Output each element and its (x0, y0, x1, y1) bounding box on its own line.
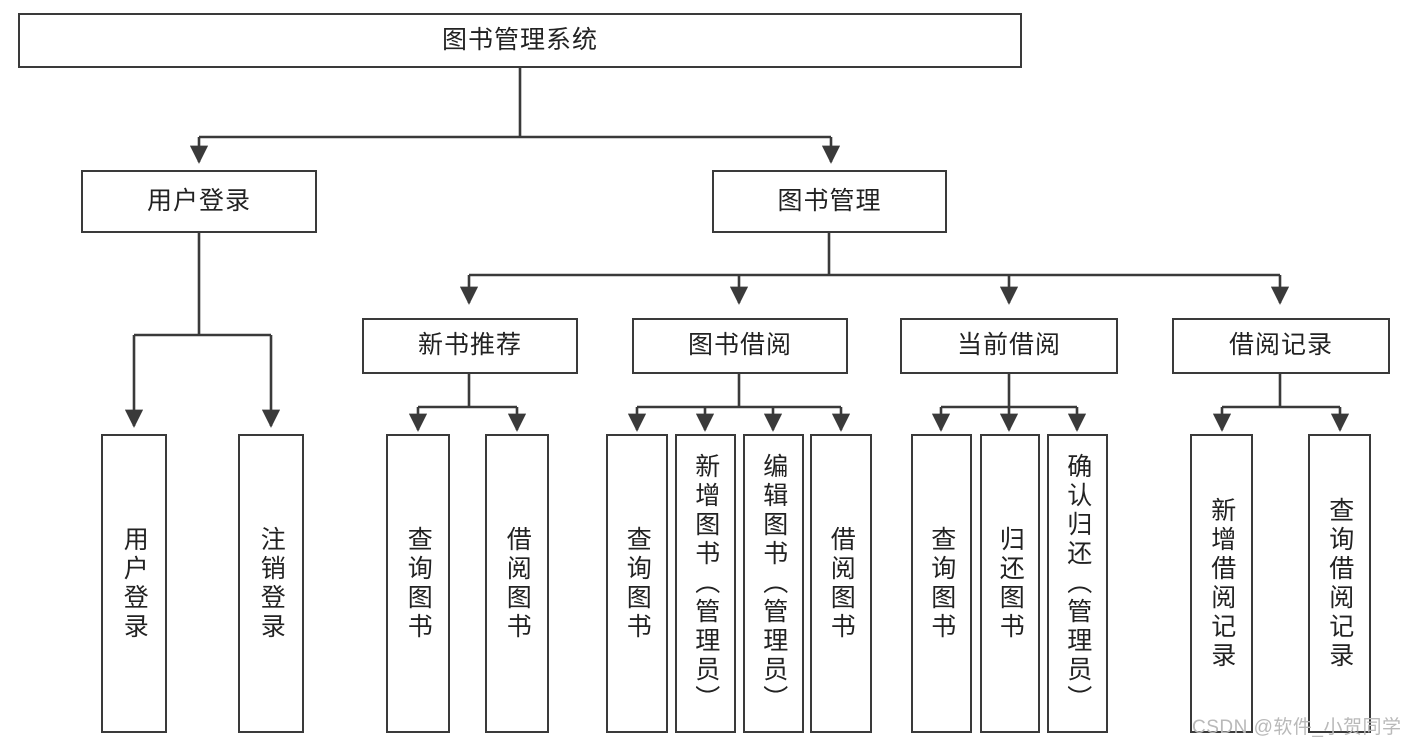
node-leaf-return-book[interactable]: 归还图书 (980, 434, 1040, 733)
node-leaf-borrow-book-2[interactable]: 借阅图书 (810, 434, 872, 733)
node-leaf-confirm-return-label: 确认归还（管理员） (1063, 453, 1092, 714)
node-book-manage[interactable]: 图书管理 (712, 170, 947, 233)
node-book-borrow-label: 图书借阅 (687, 331, 792, 360)
node-leaf-user-login[interactable]: 用户登录 (101, 434, 167, 733)
node-borrow-record[interactable]: 借阅记录 (1172, 318, 1390, 374)
node-leaf-edit-book-label: 编辑图书（管理员） (759, 453, 788, 714)
node-leaf-edit-book[interactable]: 编辑图书（管理员） (743, 434, 804, 733)
node-book-manage-label: 图书管理 (777, 186, 882, 215)
node-root-label: 图书管理系统 (441, 25, 598, 54)
node-leaf-borrow-book-2-label: 借阅图书 (827, 525, 856, 642)
node-leaf-query-record-label: 查询借阅记录 (1325, 496, 1354, 671)
node-leaf-query-book-1[interactable]: 查询图书 (386, 434, 450, 733)
node-leaf-logout-label: 注销登录 (257, 525, 286, 642)
node-leaf-return-book-label: 归还图书 (996, 525, 1025, 642)
node-root[interactable]: 图书管理系统 (18, 13, 1022, 68)
node-book-borrow[interactable]: 图书借阅 (632, 318, 848, 374)
node-leaf-logout[interactable]: 注销登录 (238, 434, 304, 733)
node-leaf-query-book-3-label: 查询图书 (927, 525, 956, 642)
node-leaf-query-book-3[interactable]: 查询图书 (911, 434, 972, 733)
node-leaf-add-record-label: 新增借阅记录 (1207, 496, 1236, 671)
node-borrow-record-label: 借阅记录 (1228, 331, 1333, 360)
node-leaf-add-record[interactable]: 新增借阅记录 (1190, 434, 1253, 733)
node-leaf-query-book-2[interactable]: 查询图书 (606, 434, 668, 733)
node-leaf-add-book-label: 新增图书（管理员） (691, 453, 720, 714)
node-leaf-borrow-book-1[interactable]: 借阅图书 (485, 434, 549, 733)
node-user-login[interactable]: 用户登录 (81, 170, 317, 233)
node-leaf-query-book-2-label: 查询图书 (623, 525, 652, 642)
node-current-borrow-label: 当前借阅 (956, 331, 1061, 360)
node-leaf-add-book[interactable]: 新增图书（管理员） (675, 434, 736, 733)
node-leaf-query-book-1-label: 查询图书 (404, 525, 433, 642)
node-user-login-label: 用户登录 (146, 186, 251, 215)
node-current-borrow[interactable]: 当前借阅 (900, 318, 1118, 374)
node-leaf-borrow-book-1-label: 借阅图书 (503, 525, 532, 642)
csdn-watermark: CSDN @软件_小贺同学 (1192, 717, 1402, 738)
node-new-book-rec-label: 新书推荐 (417, 331, 522, 360)
node-new-book-rec[interactable]: 新书推荐 (362, 318, 578, 374)
node-leaf-confirm-return[interactable]: 确认归还（管理员） (1047, 434, 1108, 733)
node-leaf-query-record[interactable]: 查询借阅记录 (1308, 434, 1371, 733)
node-leaf-user-login-label: 用户登录 (120, 525, 149, 642)
